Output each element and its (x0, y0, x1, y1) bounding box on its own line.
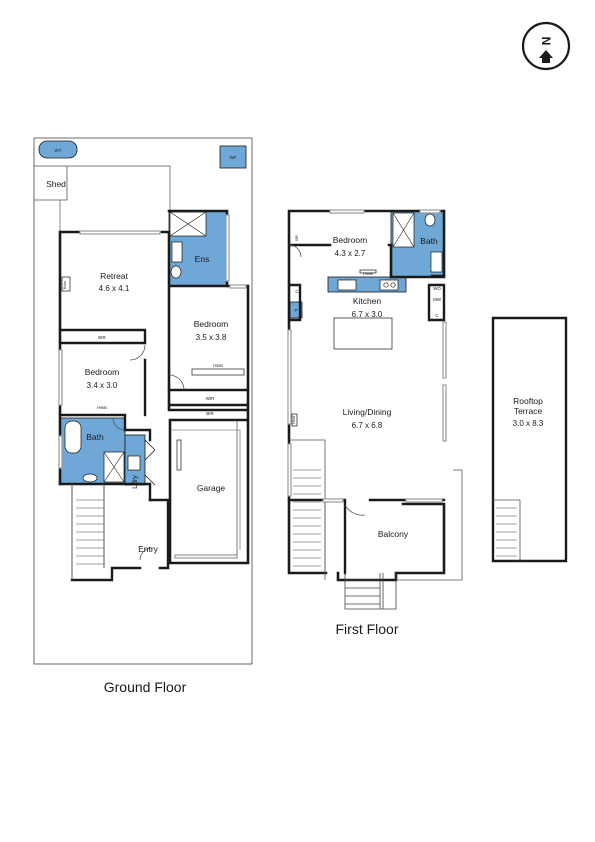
rooftop-label-1: Rooftop (513, 396, 543, 406)
shed-outline (34, 165, 68, 201)
shed-label: Shed (46, 179, 66, 189)
first-bath-label: Bath (420, 236, 438, 246)
bath-label: Bath (86, 432, 104, 442)
bir-label-1: BIR (98, 335, 106, 340)
water-tank-icon (38, 140, 78, 159)
retreat-dim: 4.6 x 4.1 (99, 284, 130, 293)
north-compass-icon: N (521, 21, 571, 71)
ensuite-label: Ens (195, 254, 210, 264)
balcony-steps (344, 573, 397, 610)
bedroom2-dim: 3.5 x 3.8 (196, 333, 227, 342)
balcony-label: Balcony (378, 529, 409, 539)
first-heat-label: Heat (363, 271, 373, 276)
entry-label: Entry (138, 544, 159, 554)
living-label: Living/Dining (343, 407, 392, 417)
heat-label-2: Heat (97, 405, 107, 410)
first-floor-stairs (293, 469, 321, 567)
heat-label-1: Heat (213, 363, 223, 368)
retreat-robe-label: Robe (63, 281, 67, 289)
rooftop-terrace-plan: Rooftop Terrace 3.0 x 8.3 (491, 316, 568, 563)
cupboard-label-1: C (295, 289, 299, 294)
bedroom2-label: Bedroom (194, 319, 229, 329)
living-heat-label: Heat (292, 416, 296, 423)
pantry-label: P (294, 308, 297, 313)
kitchen-island (333, 317, 393, 350)
kitchen-label: Kitchen (353, 296, 382, 306)
site-boundary (33, 137, 253, 665)
wf-box (219, 145, 247, 169)
retreat-label: Retreat (100, 271, 129, 281)
rooftop-dim: 3.0 x 8.3 (513, 419, 544, 428)
bedroom3-dim: 3.4 x 3.0 (87, 381, 118, 390)
first-bedroom-label: Bedroom (333, 235, 368, 245)
bir-label-2: BIR (206, 411, 214, 416)
ground-stairs (76, 499, 104, 565)
microwave-label: MW (433, 297, 442, 302)
wall-oven-label: WO (433, 286, 441, 291)
garage-label: Garage (197, 483, 226, 493)
first-br-label: BR (294, 235, 299, 241)
ground-floor-plan: WT WF Shed Ens Bath Ldry (33, 137, 253, 695)
wir-label: WIR (206, 396, 215, 401)
north-label: N (539, 37, 553, 46)
water-tank-label: WT (55, 148, 62, 153)
bedroom3-label: Bedroom (85, 367, 120, 377)
first-floor-plan: Bath BR Bedroo (287, 209, 463, 637)
first-bedroom-dim: 4.3 x 2.7 (335, 249, 366, 258)
wf-label: WF (230, 155, 237, 160)
first-floor-title: First Floor (336, 621, 399, 637)
kitchen-dim: 6.7 x 3.0 (352, 310, 383, 319)
living-dim: 6.7 x 6.8 (352, 421, 383, 430)
cupboard-label-2: C (435, 313, 439, 318)
laundry-label: Ldry (132, 475, 139, 489)
ground-floor-title: Ground Floor (104, 679, 187, 695)
rooftop-label-2: Terrace (514, 406, 543, 416)
